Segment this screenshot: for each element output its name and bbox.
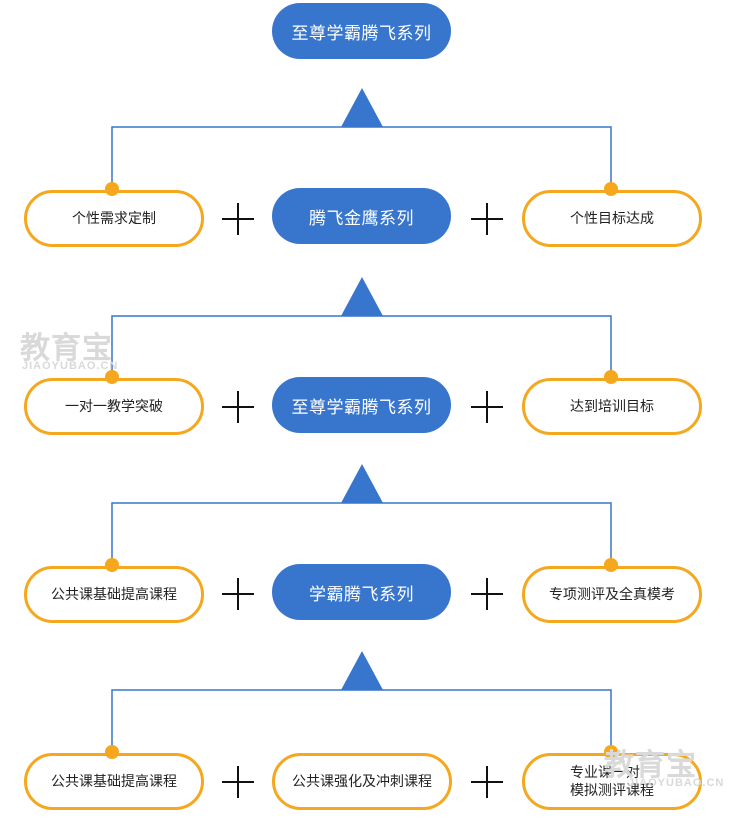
tier4-left-dot [105, 745, 119, 759]
tier1-left-label: 个性需求定制 [72, 210, 156, 227]
bracket-line-3 [111, 502, 612, 566]
watermark-brand: 教育宝 [20, 332, 113, 365]
plus-icon [471, 766, 503, 798]
arrow-triangle-4 [341, 651, 383, 690]
plus-icon [471, 391, 503, 423]
top-series-pill: 至尊学霸腾飞系列 [272, 3, 451, 59]
arrow-triangle-3 [341, 464, 383, 503]
tier3-right-pill: 专项测评及全真模考 [522, 566, 702, 623]
tier1-center-pill: 腾飞金鹰系列 [272, 188, 451, 244]
tier4-left-label: 公共课基础提高课程 [51, 773, 177, 790]
arrow-triangle-2 [341, 277, 383, 316]
tier1-left-pill: 个性需求定制 [24, 190, 204, 247]
bracket-line-1 [111, 126, 612, 190]
tier4-right-dot [604, 745, 618, 759]
tier3-left-dot [105, 558, 119, 572]
watermark-domain: JIAOYUBAO.CN [22, 360, 119, 372]
tier3-left-pill: 公共课基础提高课程 [24, 566, 204, 623]
tier1-right-dot [604, 182, 618, 196]
tier2-left-label: 一对一教学突破 [65, 398, 163, 415]
tier2-left-dot [105, 370, 119, 384]
tier4-right-label-line1: 专业课一对一 [570, 764, 654, 781]
watermark-domain: JIAOYUBAO.CN [628, 777, 725, 789]
plus-icon [222, 766, 254, 798]
tier3-center-pill: 学霸腾飞系列 [272, 564, 451, 620]
plus-icon [222, 391, 254, 423]
tier4-left-pill: 公共课基础提高课程 [24, 753, 204, 810]
plus-icon [222, 578, 254, 610]
tier4-center-pill: 公共课强化及冲刺课程 [272, 753, 452, 810]
tier2-right-dot [604, 370, 618, 384]
watermark-brand: 教育宝 [604, 749, 697, 782]
plus-icon [222, 203, 254, 235]
tier3-left-label: 公共课基础提高课程 [51, 586, 177, 603]
tier4-right-label-line2: 模拟测评课程 [570, 782, 654, 799]
tier1-center-label: 腾飞金鹰系列 [309, 208, 414, 229]
tier4-center-label: 公共课强化及冲刺课程 [292, 773, 432, 790]
tier2-center-pill: 至尊学霸腾飞系列 [272, 377, 451, 433]
top-series-label: 至尊学霸腾飞系列 [291, 23, 432, 44]
tier3-right-dot [604, 558, 618, 572]
plus-icon [471, 578, 503, 610]
tier1-left-dot [105, 182, 119, 196]
arrow-triangle-1 [341, 88, 383, 127]
plus-icon [471, 203, 503, 235]
tier3-center-label: 学霸腾飞系列 [309, 584, 414, 605]
bracket-line-4 [111, 689, 612, 753]
bracket-line-2 [111, 315, 612, 378]
tier3-right-label: 专项测评及全真模考 [549, 586, 675, 603]
tier1-right-label: 个性目标达成 [570, 210, 654, 227]
tier1-right-pill: 个性目标达成 [522, 190, 702, 247]
tier2-center-label: 至尊学霸腾飞系列 [291, 397, 432, 418]
tier2-left-pill: 一对一教学突破 [24, 378, 204, 435]
tier2-right-label: 达到培训目标 [570, 398, 654, 415]
tier2-right-pill: 达到培训目标 [522, 378, 702, 435]
